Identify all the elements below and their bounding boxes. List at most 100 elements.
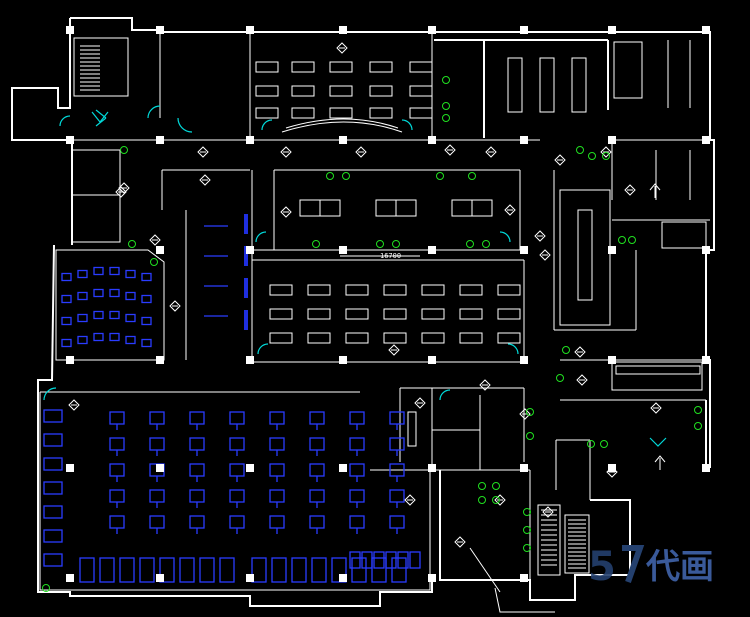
structural-column — [702, 246, 710, 254]
lecture-seat — [125, 269, 136, 279]
desk — [307, 308, 331, 320]
lecture-seat — [77, 269, 88, 279]
treadmill — [43, 457, 63, 471]
desk — [369, 85, 393, 97]
structural-column — [702, 26, 710, 34]
lecture-seat — [61, 316, 72, 326]
plant — [478, 496, 486, 504]
desk — [497, 284, 521, 296]
plant — [482, 240, 490, 248]
elevation-marker — [68, 399, 80, 411]
fixtures: 16700 — [281, 40, 701, 593]
elevation-marker — [606, 466, 618, 478]
treadmill — [271, 557, 287, 583]
plant-symbols — [42, 76, 702, 592]
desk — [269, 308, 293, 320]
plant — [442, 102, 450, 110]
lecture-seat — [141, 338, 152, 348]
structural-column — [339, 356, 347, 364]
gym-machine — [269, 463, 285, 477]
structural-column — [156, 356, 164, 364]
gym-machine — [349, 411, 365, 425]
desk — [409, 61, 433, 73]
gym-machine — [389, 437, 405, 451]
plant — [436, 172, 444, 180]
structural-column — [428, 464, 436, 472]
door-swing — [255, 231, 267, 243]
gym-machine — [309, 489, 325, 503]
gym-machine — [149, 411, 165, 425]
lecture-seat — [93, 332, 104, 342]
elevation-marker — [650, 402, 662, 414]
plant — [468, 172, 476, 180]
elevation-marker — [494, 494, 506, 506]
gym-machine — [269, 437, 285, 451]
structural-column — [608, 136, 616, 144]
elevation-marker — [197, 146, 209, 158]
gym-machine — [109, 489, 125, 503]
structural-column — [156, 136, 164, 144]
desk — [459, 284, 483, 296]
plant — [442, 76, 450, 84]
structural-column — [339, 464, 347, 472]
desk — [307, 332, 331, 344]
gym-machine — [389, 411, 405, 425]
structural-column — [520, 356, 528, 364]
desk — [409, 85, 433, 97]
elevation-marker — [414, 397, 426, 409]
watermark-text: 代画 — [645, 547, 714, 587]
lecture-seat — [125, 291, 136, 301]
treadmill — [43, 505, 63, 519]
elevation-marker — [624, 184, 636, 196]
gym-machine — [309, 437, 325, 451]
plant — [587, 440, 595, 448]
svg-text:5: 5 — [588, 544, 616, 590]
lecture-seat — [61, 338, 72, 348]
plant — [478, 482, 486, 490]
elevation-marker — [600, 146, 612, 158]
lecture-seat — [109, 266, 120, 276]
fitness-rack — [244, 246, 248, 266]
lecture-seat — [141, 316, 152, 326]
bike — [397, 551, 409, 569]
plant — [442, 114, 450, 122]
gym-machine — [189, 463, 205, 477]
gym-machine — [389, 489, 405, 503]
treadmill — [351, 557, 367, 583]
treadmill — [43, 409, 63, 423]
structural-column — [66, 136, 74, 144]
desk — [409, 107, 433, 119]
elevation-marker — [280, 146, 292, 158]
structural-column — [156, 574, 164, 582]
desk — [291, 107, 315, 119]
plant — [618, 236, 626, 244]
gym-machine — [269, 411, 285, 425]
gym-machine — [149, 489, 165, 503]
plant — [562, 346, 570, 354]
plant — [523, 544, 531, 552]
lecture-seat — [141, 272, 152, 282]
elevation-marker — [280, 206, 292, 218]
structural-column — [66, 574, 74, 582]
treadmill — [199, 557, 215, 583]
desk — [255, 107, 279, 119]
gym-machine — [229, 489, 245, 503]
gym-machine — [149, 515, 165, 529]
gym-machine — [269, 515, 285, 529]
gym-machine — [229, 437, 245, 451]
gym-machine — [189, 489, 205, 503]
structural-columns — [66, 26, 710, 582]
treadmill — [219, 557, 235, 583]
plant — [42, 584, 50, 592]
treadmill — [43, 481, 63, 495]
elevation-marker — [355, 146, 367, 158]
stairs-hatch — [80, 45, 586, 569]
structural-column — [156, 464, 164, 472]
elevation-marker — [404, 494, 416, 506]
lecture-seat — [77, 313, 88, 323]
desk — [269, 284, 293, 296]
plant — [376, 240, 384, 248]
desk — [369, 61, 393, 73]
gym-machine — [109, 515, 125, 529]
